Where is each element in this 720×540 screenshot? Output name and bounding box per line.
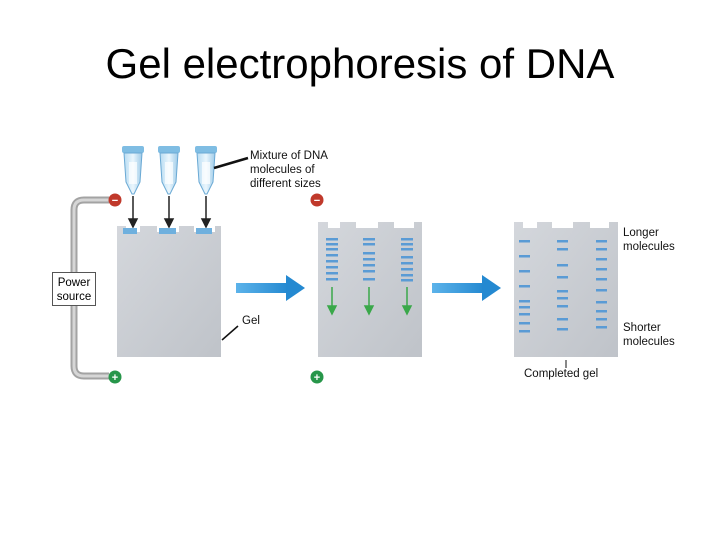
negative-electrode-1: −: [108, 193, 122, 207]
electrodes: − − + +: [108, 193, 324, 384]
longer-label-line-1: Longer: [623, 227, 659, 239]
shorter-label-line-1: Shorter: [623, 322, 661, 334]
process-arrows: [236, 275, 501, 301]
completed-gel-label: Completed gel: [524, 368, 599, 380]
power-source-box: Power source: [52, 272, 96, 306]
power-label-line-2: source: [56, 291, 92, 303]
migration-arrows: [326, 287, 413, 316]
pipette-tubes: [122, 146, 217, 195]
gel-2: [318, 222, 422, 357]
gel-label: Gel: [242, 315, 260, 327]
process-arrow-1: [236, 275, 305, 301]
gel-2-bands: [326, 238, 413, 282]
longer-label-line-2: molecules: [623, 241, 675, 253]
positive-electrode-1: +: [108, 370, 122, 384]
mixture-label-line-1: Mixture of DNA: [250, 150, 328, 162]
positive-electrode-2: +: [310, 370, 324, 384]
mixture-label: Mixture of DNA molecules of different si…: [250, 149, 328, 191]
power-label-line-1: Power: [57, 277, 91, 289]
svg-text:+: +: [314, 372, 320, 384]
shorter-label-line-2: molecules: [623, 336, 675, 348]
tube-1: [122, 146, 144, 195]
gel-3-bands: [519, 240, 607, 333]
tube-3: [195, 146, 217, 195]
svg-text:−: −: [112, 195, 118, 207]
mixture-label-line-3: different sizes: [250, 178, 321, 190]
mixture-label-line-2: molecules of: [250, 164, 315, 176]
process-arrow-2: [432, 275, 501, 301]
gel-3: [514, 222, 618, 357]
negative-electrode-2: −: [310, 193, 324, 207]
longer-molecules-label: Longer molecules: [623, 226, 675, 254]
loading-arrows: [127, 196, 212, 229]
page-title: Gel electrophoresis of DNA: [105, 40, 615, 87]
mixture-leader-line: [213, 156, 249, 170]
gel-leader-line: [221, 325, 239, 341]
gel-1: [117, 226, 221, 357]
tube-2: [158, 146, 180, 195]
shorter-molecules-label: Shorter molecules: [623, 321, 675, 349]
svg-text:−: −: [314, 195, 320, 207]
svg-text:+: +: [112, 372, 118, 384]
